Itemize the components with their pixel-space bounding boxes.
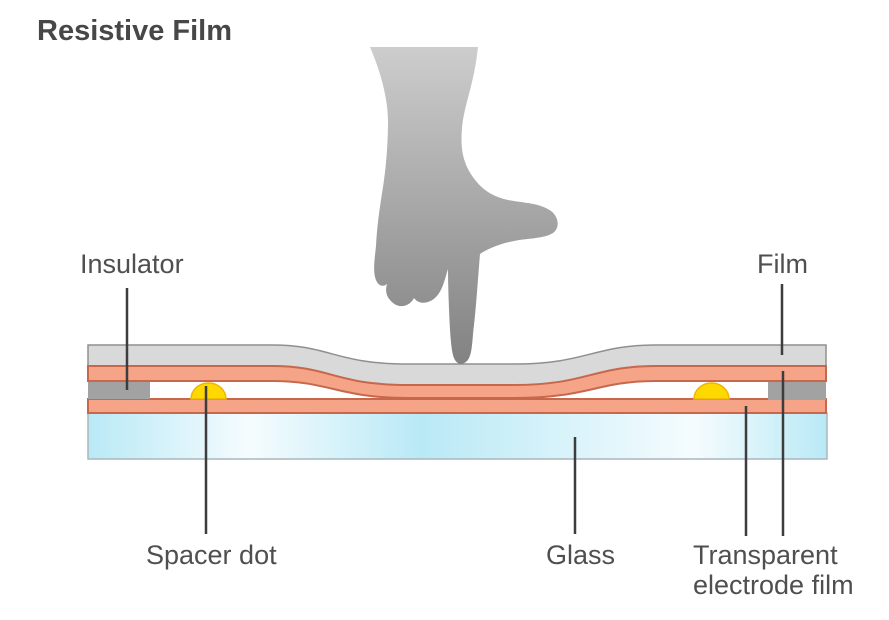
spacer-dot-label: Spacer dot: [146, 540, 277, 570]
insulator-label: Insulator: [80, 249, 184, 279]
insulator-left-block: [88, 382, 150, 399]
electrode-film-upper-layer: [87, 365, 827, 399]
spacer-dot-left: [190, 382, 227, 400]
glass-label: Glass: [546, 540, 616, 570]
electrode-film-lower-layer: [87, 398, 827, 414]
glass-layer: [87, 412, 828, 460]
film-label: Film: [757, 249, 808, 279]
transparent-electrode-film-label: Transparent electrode film: [693, 540, 854, 600]
pressing-hand-icon: [370, 47, 558, 364]
insulator-right-block: [768, 381, 826, 400]
page-title: Resistive Film: [37, 15, 233, 47]
spacer-dot-right: [693, 382, 730, 400]
